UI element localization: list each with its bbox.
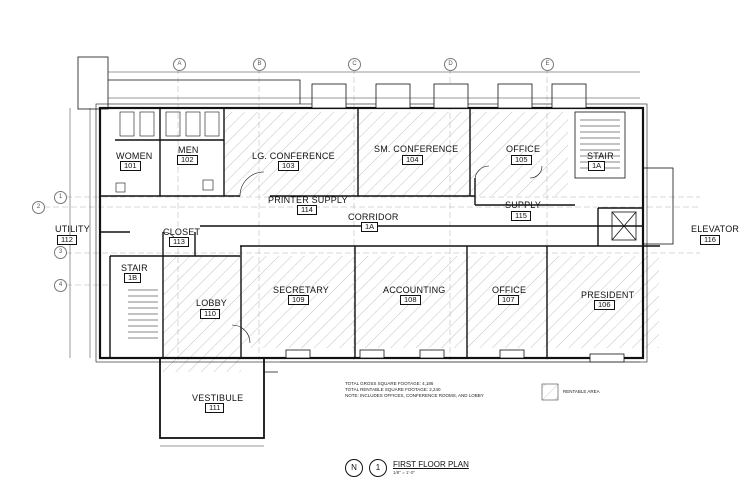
grid-bubble-c: C [348, 58, 361, 71]
room-elevator-number: 116 [700, 235, 720, 245]
note-includes: NOTE: INCLUDES OFFICES, CONFERENCE ROOMS… [345, 393, 484, 398]
grid-bubble-4: 4 [54, 279, 67, 292]
note-gross-area: TOTAL GROSS SQUARE FOOTAGE: 4,186 [345, 381, 434, 386]
room-women-label: WOMEN [116, 151, 153, 161]
room-office-107-number: 107 [498, 295, 519, 305]
stair-treads [128, 119, 620, 339]
room-office-105-number: 105 [511, 155, 532, 165]
grid-bubble-3: 3 [54, 246, 67, 259]
room-sm-conference-number: 104 [402, 155, 423, 165]
room-stair-1b-label: STAIR [121, 263, 148, 273]
room-accounting-number: 108 [400, 295, 421, 305]
room-president-number: 106 [594, 300, 615, 310]
room-office-107-label: OFFICE [492, 285, 527, 295]
room-lobby-number: 110 [200, 309, 220, 319]
room-stair-1a-number: 1A [588, 161, 606, 171]
windows [285, 83, 625, 363]
room-supply-label: SUPPLY [505, 200, 542, 210]
room-corridor-label: CORRIDOR [348, 212, 399, 222]
dimension-lines [69, 71, 640, 447]
grid-bubble-b: B [253, 58, 266, 71]
room-elevator-label: ELEVATOR [691, 224, 740, 234]
room-men-label: MEN [178, 145, 199, 155]
room-corridor-number: 1A [361, 222, 379, 232]
grid-bubble-d: D [444, 58, 457, 71]
room-lg-conference-label: LG. CONFERENCE [252, 151, 335, 161]
drawing-scale: 1/8" = 1'-0" [393, 470, 415, 475]
room-closet-label: CLOSET [163, 227, 201, 237]
note-rentable-area: TOTAL RENTABLE SQUARE FOOTAGE: 2,240 [345, 387, 441, 392]
room-printer-supply-number: 114 [297, 205, 317, 215]
room-lobby-label: LOBBY [196, 298, 228, 308]
room-president-label: PRESIDENT [581, 290, 635, 300]
room-lg-conference-number: 103 [278, 161, 299, 171]
room-secretary-label: SECRETARY [273, 285, 329, 295]
grid-bubble-a: A [173, 58, 186, 71]
room-accounting-label: ACCOUNTING [383, 285, 446, 295]
room-vestibule-label: VESTIBULE [192, 393, 244, 403]
elevator-shaft [611, 211, 637, 241]
room-printer-supply-label: PRINTER SUPPLY [268, 195, 348, 205]
room-sm-conference-label: SM. CONFERENCE [374, 144, 459, 154]
grid-bubble-1: 1 [54, 191, 67, 204]
room-stair-1a-label: STAIR [587, 151, 614, 161]
restroom-fixtures [115, 111, 220, 193]
room-utility-label: UTILITY [55, 224, 90, 234]
drawing-number-bubble: 1 [369, 459, 387, 477]
north-arrow: N [345, 459, 363, 477]
room-women-number: 101 [120, 161, 141, 171]
room-stair-1b-number: 1B [124, 273, 142, 283]
room-supply-number: 115 [511, 211, 531, 221]
room-men-number: 102 [177, 155, 198, 165]
room-secretary-number: 109 [288, 295, 309, 305]
legend-rentable-label: RENTABLE AREA [563, 389, 600, 394]
grid-bubble-e: E [541, 58, 554, 71]
drawing-title: FIRST FLOOR PLAN [393, 460, 469, 469]
room-utility-number: 112 [57, 235, 77, 245]
interior-walls [100, 108, 660, 358]
grid-bubble-2: 2 [32, 201, 45, 214]
room-vestibule-number: 111 [205, 403, 225, 413]
room-closet-number: 113 [169, 237, 189, 247]
room-office-105-label: OFFICE [506, 144, 541, 154]
